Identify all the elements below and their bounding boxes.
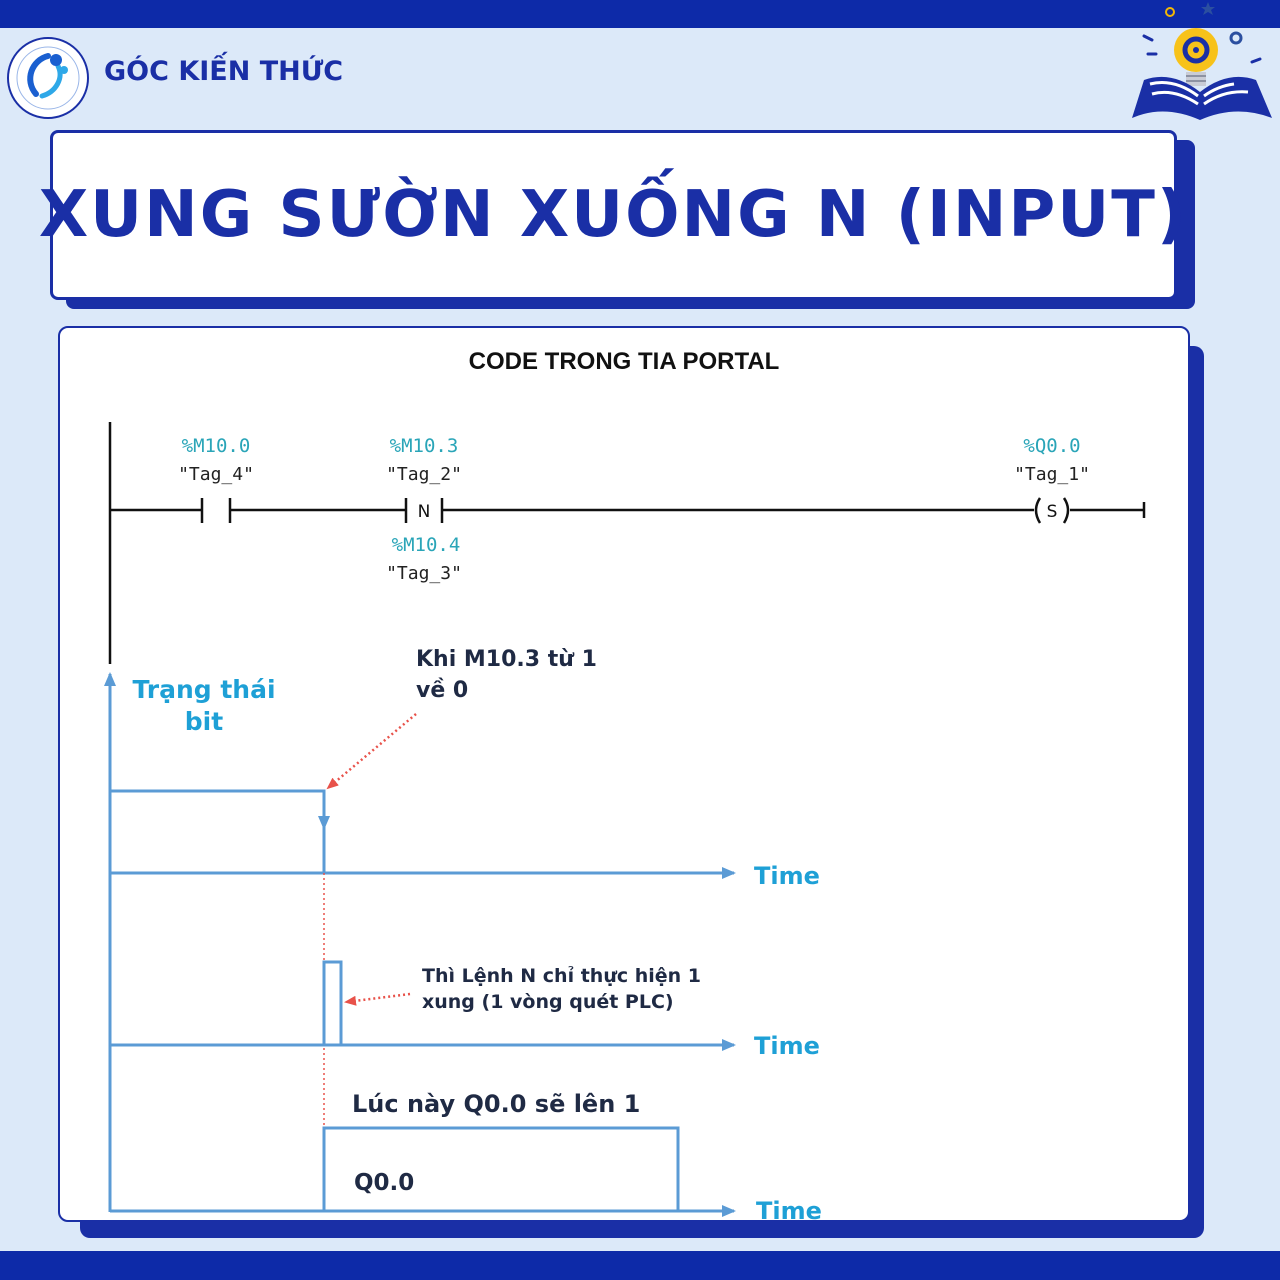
coil-right — [1062, 497, 1070, 524]
note3: Lúc này Q0.0 sẽ lên 1 — [352, 1090, 640, 1118]
time-label-3: Time — [756, 1197, 822, 1222]
page-title: XUNG SƯỜN XUỐNG N (INPUT) — [38, 178, 1189, 252]
n-pulse-signal — [322, 960, 343, 1045]
book-lightbulb-icon — [1132, 2, 1272, 120]
m10-3-signal — [110, 789, 326, 873]
contact1-tag: "Tag_4" — [178, 464, 254, 485]
top-band — [0, 0, 1280, 28]
bottom-band — [0, 1251, 1280, 1280]
q0-0-label: Q0.0 — [354, 1170, 414, 1196]
note2-line2: xung (1 vòng quét PLC) — [422, 991, 674, 1013]
note1-line2: về 0 — [416, 678, 468, 703]
contact1-address: %M10.0 — [182, 435, 251, 457]
n-contact-tag: "Tag_2" — [386, 464, 462, 485]
coil-symbol: S — [1047, 502, 1058, 522]
n-memory-address: %M10.4 — [392, 534, 461, 556]
n-memory-tag: "Tag_3" — [386, 563, 462, 584]
title-card: XUNG SƯỜN XUỐNG N (INPUT) — [38, 130, 1189, 300]
panel-title: CODE TRONG TIA PORTAL — [468, 348, 780, 375]
logo-icon — [7, 37, 89, 119]
note2-pointer — [344, 992, 411, 1006]
coil-address: %Q0.0 — [1023, 435, 1080, 457]
n-contact-address: %M10.3 — [390, 435, 459, 457]
note1-pointer — [326, 713, 417, 790]
coil-tag: "Tag_1" — [1014, 464, 1090, 485]
y-axis-label-line1: Trạng thái — [132, 675, 275, 704]
n-contact-symbol: N — [418, 502, 431, 522]
y-axis-label-line2: bit — [185, 707, 223, 736]
time-label-1: Time — [754, 862, 820, 890]
timing-diagram: Trạng thái bit Time Khi M10.3 từ 1 về 0 … — [104, 647, 822, 1222]
diagram-panel: CODE TRONG TIA PORTAL %M10.0 "Ta — [58, 326, 1190, 1222]
q0-0-signal — [322, 1126, 680, 1211]
note1-line1: Khi M10.3 từ 1 — [416, 647, 597, 672]
ladder-rung: %M10.0 "Tag_4" %M10.3 "Tag_2" N %M10.4 "… — [108, 422, 1146, 664]
ladder-and-timing-diagram: %M10.0 "Tag_4" %M10.3 "Tag_2" N %M10.4 "… — [104, 422, 1146, 1222]
coil-left — [1034, 497, 1042, 524]
time-label-2: Time — [754, 1032, 820, 1060]
note2-line1: Thì Lệnh N chỉ thực hiện 1 — [422, 965, 701, 987]
brand-name: GÓC KIẾN THỨC — [104, 56, 344, 87]
